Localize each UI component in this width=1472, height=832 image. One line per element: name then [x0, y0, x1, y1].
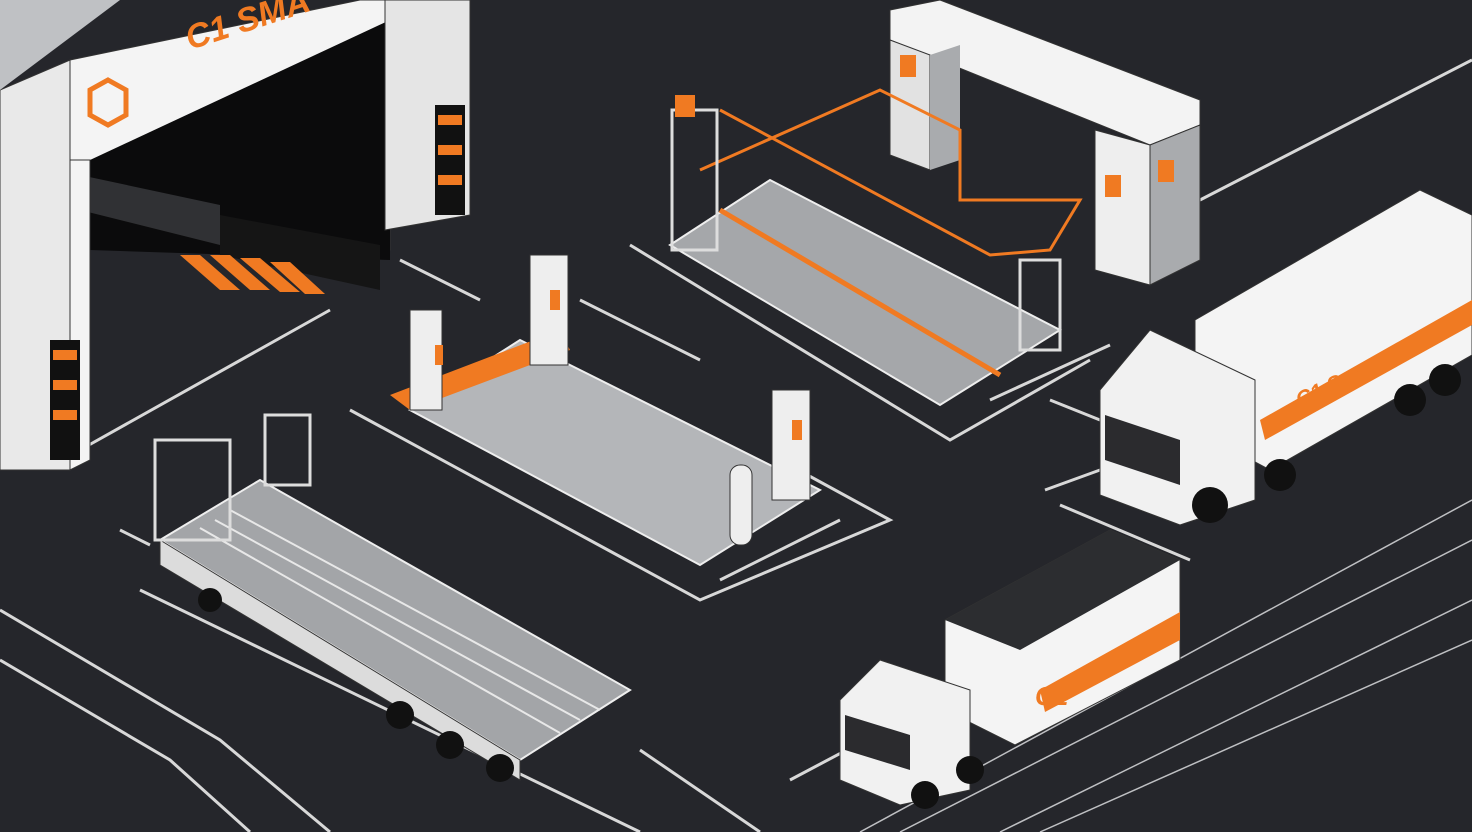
truck-right: C1 Sm [1099, 189, 1472, 526]
weighbridge-middle [390, 254, 823, 567]
truck-bottom-logo: C1 [1035, 681, 1068, 711]
orange-floor-stripes [180, 255, 325, 294]
gantry-arch [889, 0, 1201, 286]
truck-bottom: C1 [839, 529, 1181, 809]
warehouse: C1 SMA [0, 0, 471, 471]
orange-cable [699, 88, 1083, 257]
weighbridge-upper [668, 95, 1063, 407]
flatbed-trailer [153, 413, 632, 782]
warehouse-logo [87, 77, 129, 128]
